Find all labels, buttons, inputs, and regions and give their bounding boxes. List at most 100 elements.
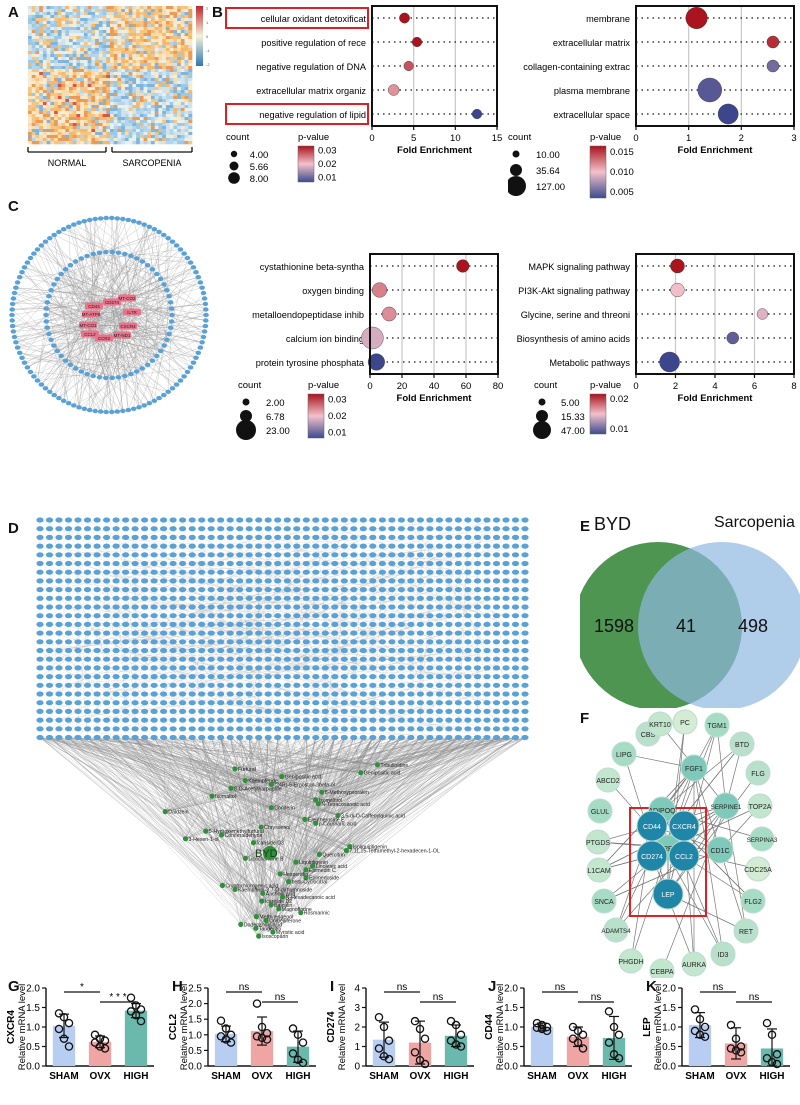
- heatmap-cell: [162, 36, 167, 40]
- heatmap-cell: [50, 36, 55, 40]
- target-node: [160, 543, 168, 549]
- edge: [87, 685, 288, 712]
- heatmap-cell: [180, 60, 185, 64]
- heatmap-cell: [35, 96, 40, 100]
- heatmap-cell: [113, 33, 118, 37]
- heatmap-cell: [165, 135, 170, 139]
- heatmap-cell: [139, 57, 144, 61]
- heatmap-cell: [35, 84, 40, 88]
- heatmap-cell: [169, 81, 174, 85]
- heatmap-cell: [83, 129, 88, 133]
- network-node: [202, 323, 209, 329]
- heatmap-cell: [169, 48, 174, 52]
- heatmap-cell: [50, 39, 55, 43]
- edge: [89, 308, 172, 335]
- target-node: [473, 517, 482, 523]
- edge: [68, 737, 274, 933]
- edge: [230, 641, 326, 703]
- target-node: [160, 595, 168, 601]
- heatmap-cell: [165, 15, 170, 19]
- target-node: [492, 569, 501, 575]
- heatmap-cell: [83, 27, 88, 31]
- edge: [49, 737, 289, 882]
- heatmap-cell: [69, 21, 74, 25]
- heatmap-cell: [98, 78, 103, 82]
- target-node: [103, 560, 111, 567]
- heatmap-cell: [76, 99, 81, 103]
- heatmap-cell: [158, 108, 163, 112]
- target-node: [445, 552, 453, 558]
- heatmap-cell: [121, 114, 126, 118]
- heatmap-cell: [61, 78, 66, 82]
- heatmap-cell: [117, 51, 122, 55]
- edge: [39, 641, 183, 738]
- heatmap-cell: [184, 120, 189, 124]
- heatmap-cell: [72, 105, 77, 109]
- edge: [12, 313, 92, 327]
- target-node: [321, 604, 329, 610]
- hub-node: [82, 310, 100, 318]
- heatmap-cell: [106, 21, 111, 25]
- heatmap-cell: [80, 66, 85, 70]
- heatmap-cell: [139, 81, 144, 85]
- heatmap-cell: [61, 141, 66, 145]
- edges: [11, 217, 207, 413]
- target-node: [321, 526, 329, 532]
- heatmap-cell: [162, 141, 167, 145]
- heatmap-cell: [65, 132, 70, 136]
- heatmap-cell: [83, 141, 88, 145]
- heatmap-cell: [102, 141, 107, 145]
- heatmap-cell: [54, 99, 59, 103]
- target-node: [407, 587, 415, 593]
- heatmap-cell: [31, 66, 36, 70]
- heatmap-cell: [91, 69, 96, 73]
- edge: [121, 334, 148, 365]
- legend-p-value: 0.02: [328, 411, 347, 422]
- heatmap-cell: [39, 18, 44, 22]
- heatmap-cell: [106, 75, 111, 79]
- heatmap-cell: [165, 45, 170, 49]
- heatmap-cell: [69, 84, 74, 88]
- network-node: [71, 222, 77, 227]
- target-node: [521, 552, 529, 558]
- target-node: [312, 595, 320, 601]
- network-node: [43, 312, 49, 318]
- heatmap-cell: [154, 51, 159, 55]
- heatmap-cell: [154, 81, 159, 85]
- heatmap-cell: [180, 30, 185, 34]
- heatmap-cell: [39, 132, 44, 136]
- edge: [77, 737, 259, 937]
- edge: [346, 737, 440, 851]
- heatmap-cell: [143, 51, 148, 55]
- enrichment-point: [670, 282, 685, 298]
- heatmap-cell: [180, 18, 185, 22]
- heatmap-cell: [162, 93, 167, 97]
- heatmap-cell: [76, 135, 81, 139]
- heatmap-cell: [106, 48, 111, 52]
- edge: [337, 737, 421, 816]
- target-node: [245, 587, 253, 593]
- edge: [211, 737, 402, 797]
- target-node: [255, 621, 263, 627]
- target-node: [45, 613, 54, 619]
- heatmap-cell: [35, 120, 40, 124]
- heatmap-cell: [165, 111, 170, 115]
- heatmap-cell: [165, 42, 170, 46]
- heatmap-cell: [106, 39, 111, 43]
- heatmap-cell: [124, 66, 129, 70]
- heatmap-cell: [177, 81, 182, 85]
- edge: [134, 737, 223, 886]
- heatmap-cell: [50, 27, 55, 31]
- edge: [93, 305, 181, 381]
- target-node: [274, 552, 282, 558]
- heatmap-cell: [173, 24, 178, 28]
- heatmap-cell: [169, 30, 174, 34]
- heatmap-cell: [177, 120, 182, 124]
- heatmap-cell: [184, 48, 189, 52]
- heatmap-cell: [147, 108, 152, 112]
- heatmap-cell: [121, 69, 126, 73]
- edge: [295, 737, 383, 863]
- edge: [87, 255, 203, 288]
- term-label: membrane: [586, 14, 630, 24]
- target-node: [83, 526, 92, 532]
